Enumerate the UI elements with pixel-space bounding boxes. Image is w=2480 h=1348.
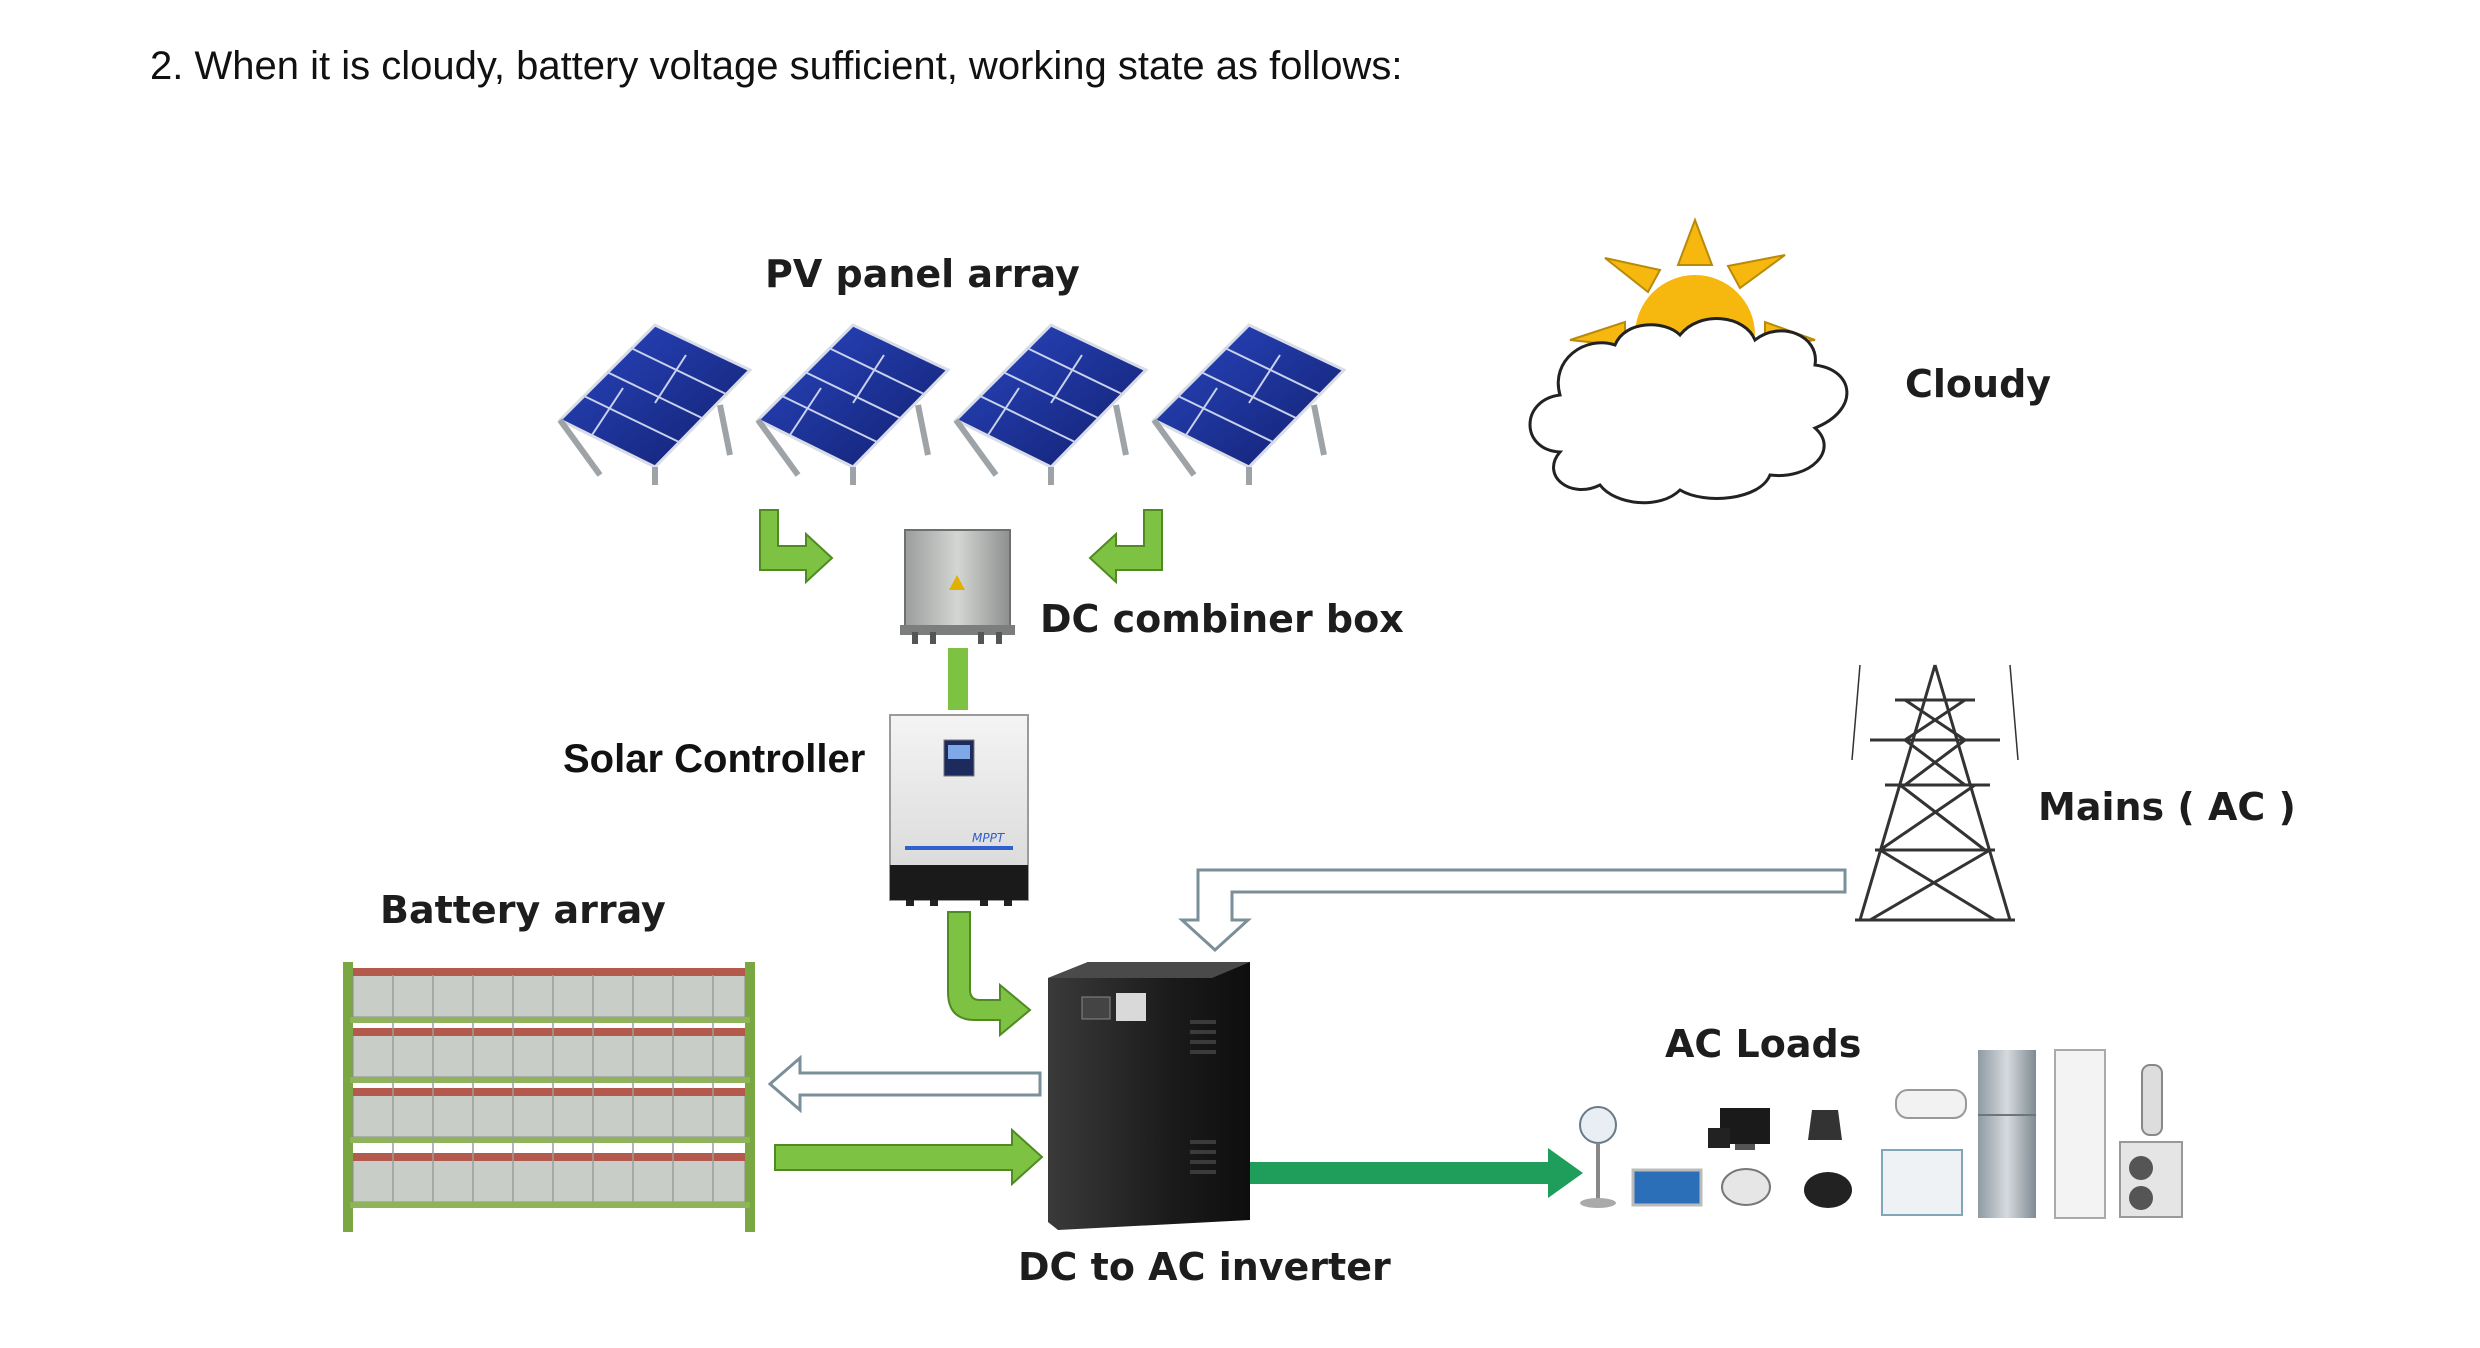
flow-arrow-inverter-to-battery: [767, 1054, 1042, 1114]
label-dc-to-ac-inverter: DC to AC inverter: [1018, 1245, 1391, 1289]
label-pv-panel-array: PV panel array: [765, 252, 1080, 296]
label-dc-combiner-box: DC combiner box: [1040, 597, 1404, 641]
water-heater-icon: [1895, 1089, 1967, 1119]
rice-cooker-icon: [1721, 1168, 1771, 1206]
page-heading: 2. When it is cloudy, battery voltage su…: [150, 44, 1403, 88]
ac-outdoor-unit-icon: [2119, 1141, 2183, 1218]
flow-arrow-controller-to-inverter: [947, 911, 1032, 1038]
pv-panel-array: [557, 323, 1347, 485]
air-conditioner-icon: [2054, 1049, 2106, 1219]
flow-arrow-panels-to-combiner-right: [1088, 509, 1163, 585]
ac-loads: [1579, 1049, 2183, 1219]
battery-array: [343, 962, 755, 1232]
kettle-icon: [1808, 1110, 1842, 1140]
pv-panel: [755, 323, 951, 485]
flow-arrow-mains-to-inverter: [1178, 868, 1847, 953]
controller-badge: MPPT: [972, 831, 1006, 845]
battery-shelf: [350, 1088, 750, 1143]
cloud-icon: [1528, 317, 1849, 505]
pv-panel: [953, 323, 1149, 485]
label-solar-controller: Solar Controller: [563, 737, 866, 781]
flow-arrow-panels-to-combiner-left: [759, 509, 834, 585]
cooktop-icon: [1804, 1172, 1852, 1208]
fan-icon: [1579, 1106, 1617, 1208]
label-battery-array: Battery array: [380, 888, 666, 932]
tv-icon: [1631, 1168, 1703, 1207]
refrigerator-icon: [1978, 1050, 2036, 1218]
flow-arrow-battery-to-inverter: [774, 1127, 1044, 1187]
computer-icon: [1708, 1108, 1770, 1150]
label-mains-ac: Mains ( AC ): [2038, 785, 2296, 829]
transmission-tower-icon: [1851, 664, 2019, 922]
pv-panel: [557, 323, 753, 485]
battery-shelf: [350, 1028, 750, 1083]
washing-machine-icon: [1881, 1149, 1963, 1216]
battery-shelf: [350, 1153, 750, 1208]
label-cloudy: Cloudy: [1905, 362, 2052, 406]
dc-to-ac-inverter: [1048, 962, 1250, 1230]
flow-arrow-inverter-to-loads: [1250, 1148, 1583, 1198]
battery-shelf: [350, 968, 750, 1023]
solar-controller: MPPT: [889, 714, 1029, 906]
water-purifier-icon: [2141, 1064, 2163, 1136]
pv-panel: [1151, 323, 1347, 485]
dc-combiner-box: [900, 529, 1015, 644]
flow-line-combiner-to-controller: [948, 648, 968, 710]
label-ac-loads: AC Loads: [1665, 1022, 1862, 1066]
